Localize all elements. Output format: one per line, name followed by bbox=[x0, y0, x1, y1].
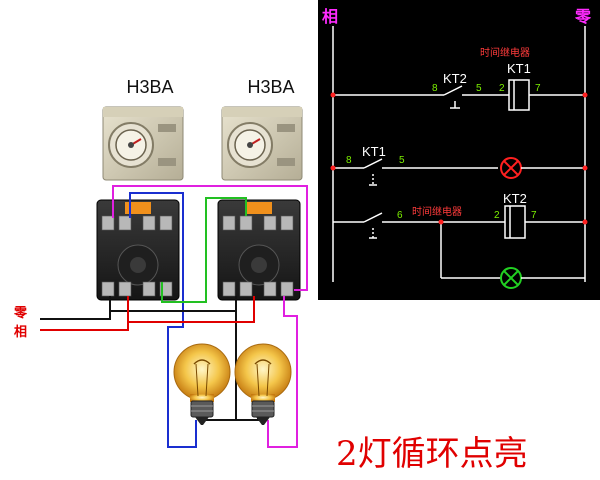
caption: 2灯循环点亮 bbox=[336, 434, 528, 474]
wire-magenta-lamp2 bbox=[267, 296, 298, 448]
pin-7-row3: 7 bbox=[531, 210, 537, 221]
timer-model-right-label: H3BA bbox=[247, 77, 294, 97]
wire-neutral bbox=[40, 296, 111, 320]
pin-6-row3: 6 bbox=[397, 210, 403, 221]
pin-7-row1: 7 bbox=[535, 83, 541, 94]
pin-8-row1: 8 bbox=[432, 83, 438, 94]
timer-model-left-label: H3BA bbox=[126, 77, 173, 97]
pin-8-row2: 8 bbox=[346, 155, 352, 166]
timer-relay-right bbox=[221, 106, 303, 181]
kt1-contact-label: KT1 bbox=[362, 144, 386, 159]
kt2-coil-label: KT2 bbox=[503, 191, 527, 206]
junction-dots bbox=[330, 92, 588, 225]
schematic-panel bbox=[318, 0, 600, 300]
wire-green bbox=[161, 197, 247, 303]
lamp-left bbox=[173, 343, 231, 425]
pin-2-row3: 2 bbox=[494, 210, 500, 221]
pin-5-row2: 5 bbox=[399, 155, 405, 166]
wire-blue bbox=[129, 192, 197, 448]
wire-magenta-top bbox=[112, 185, 308, 291]
rail-phase-label: 相 bbox=[322, 7, 338, 26]
lamp-right bbox=[234, 343, 292, 425]
relay-socket-left bbox=[96, 199, 180, 301]
neutral-label: 零 bbox=[13, 306, 28, 321]
timer-relay-text-2: 时间继电器 bbox=[412, 205, 462, 218]
timer-relay-text-1: 时间继电器 bbox=[480, 46, 530, 59]
timer-relay-left bbox=[102, 106, 184, 181]
pin-2-row1: 2 bbox=[499, 83, 505, 94]
phase-label: 相 bbox=[14, 324, 27, 340]
kt1-coil-label: KT1 bbox=[507, 61, 531, 76]
schematic bbox=[332, 26, 586, 289]
rail-neutral-label: 零 bbox=[574, 7, 592, 26]
wire-phase bbox=[40, 296, 129, 331]
relay-socket-right bbox=[217, 199, 301, 301]
pin-5-row1: 5 bbox=[476, 83, 482, 94]
kt2-contact-label: KT2 bbox=[443, 71, 467, 86]
